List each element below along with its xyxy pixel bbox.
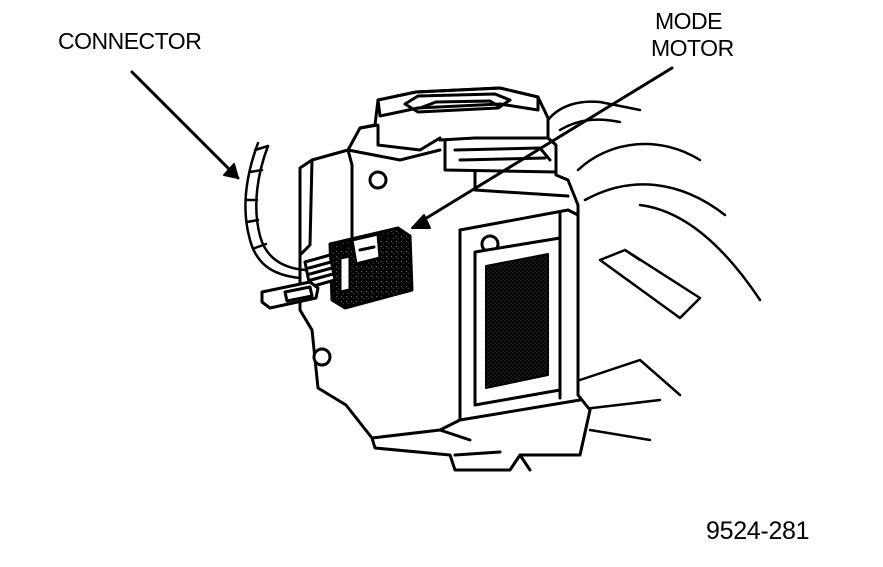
mode-motor-label-line1: MODE	[655, 8, 723, 34]
connector-leader-arrow	[130, 70, 240, 180]
mode-motor-label-line2: MOTOR	[651, 35, 734, 61]
mode-motor	[328, 226, 414, 310]
mode-motor-leader-arrow	[411, 66, 674, 229]
connector-label: CONNECTOR	[58, 28, 202, 54]
wire-connector	[260, 253, 337, 310]
filter-window	[473, 236, 562, 407]
wire-harness	[244, 141, 307, 280]
rear-duct	[546, 100, 762, 442]
figure-number: 9524-281	[706, 517, 810, 545]
